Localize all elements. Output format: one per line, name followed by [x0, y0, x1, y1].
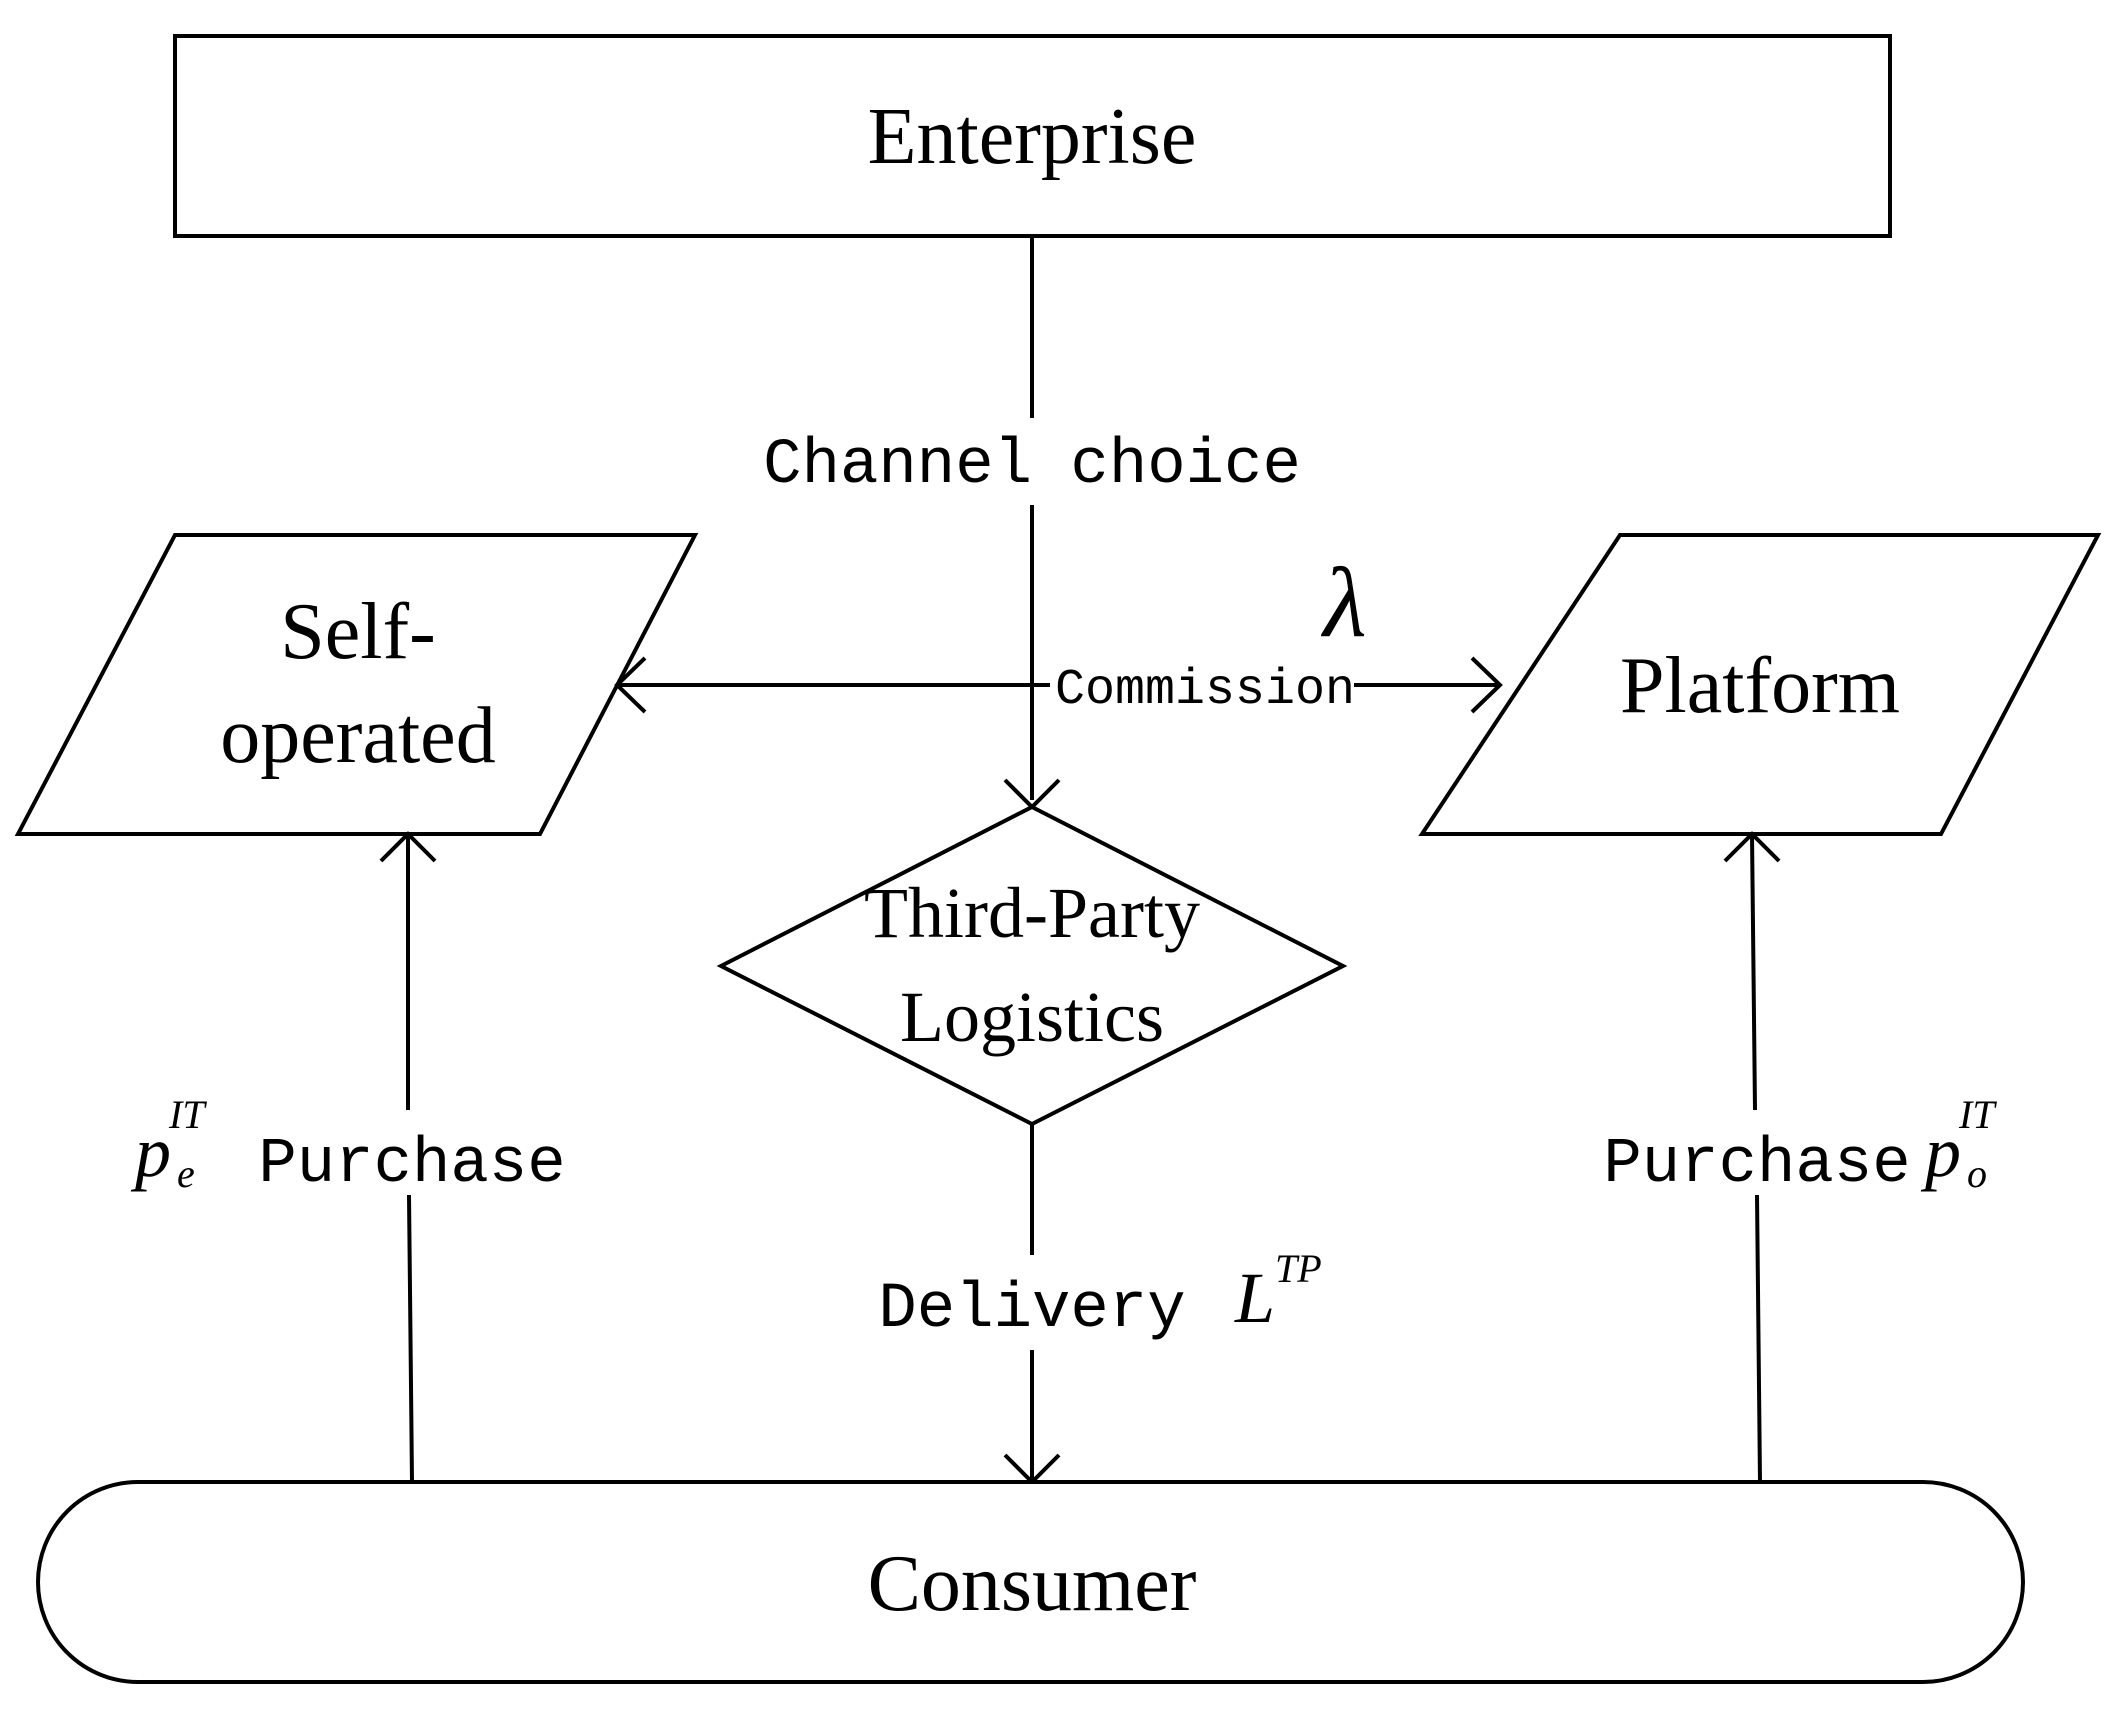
channel-choice-label: Channel choice [763, 430, 1301, 502]
right-purchase-line-lower [1755, 1194, 1762, 1483]
arrowhead-to-self-operated [614, 656, 647, 714]
commission-label: Commission [1055, 662, 1355, 719]
left-price-symbol: pIT [130, 1092, 207, 1192]
delivery-symbol-base: L [1234, 1258, 1275, 1338]
enterprise-label: Enterprise [868, 93, 1197, 181]
arrowhead-to-platform-up [1723, 831, 1781, 863]
self-operated-label-line2: operated [220, 692, 495, 780]
self-operated-label-line1: Self- [280, 588, 436, 676]
logistics-label-line2: Logistics [900, 977, 1164, 1057]
left-price-base: p [130, 1112, 171, 1192]
delivery-symbol: LTP [1234, 1246, 1322, 1338]
consumer-pill [36, 1480, 2025, 1684]
logistics-label-line1: Third-Party [864, 873, 1200, 953]
left-purchase-line-lower [407, 1194, 414, 1483]
right-purchase-line-upper [1750, 833, 1757, 1111]
platform-label: Platform [1620, 642, 1900, 730]
left-price-sup: IT [168, 1092, 207, 1137]
right-price-base: p [1920, 1112, 1961, 1192]
right-purchase-label: Purchase [1603, 1129, 1910, 1201]
platform-shape [1418, 533, 2102, 836]
arrowhead-to-self-operated-up [379, 831, 437, 863]
delivery-symbol-sup: TP [1275, 1246, 1322, 1291]
right-price-sub: o [1967, 1151, 1987, 1196]
enterprise-box [173, 34, 1892, 238]
self-operated-shape [14, 533, 699, 836]
right-price-symbol: pIT [1920, 1092, 1997, 1192]
delivery-label: Delivery [878, 1274, 1185, 1346]
left-purchase-label: Purchase [258, 1129, 565, 1201]
arrowhead-to-platform [1470, 656, 1503, 714]
logistics-diamond [716, 804, 1348, 1127]
right-price-sup: IT [1958, 1092, 1997, 1137]
left-price-sub: e [177, 1151, 195, 1196]
consumer-label: Consumer [868, 1540, 1197, 1628]
lambda-symbol: λ [1320, 547, 1366, 658]
